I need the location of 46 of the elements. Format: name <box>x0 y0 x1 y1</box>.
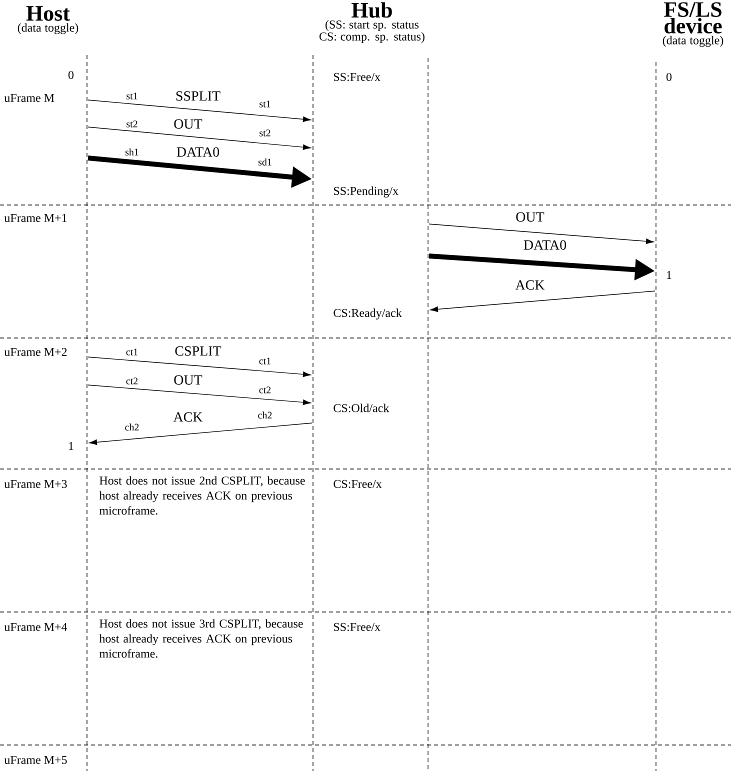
edge-label: SSPLIT <box>176 91 220 101</box>
packet-tag: ct2 <box>259 386 271 394</box>
edge-label: OUT <box>174 119 202 129</box>
packet-tag: ct2 <box>126 378 138 384</box>
packet-tag: ct1 <box>259 358 271 364</box>
arrow <box>430 290 656 312</box>
packet-tag: st2 <box>126 120 138 128</box>
packet-tag: ch2 <box>125 423 139 430</box>
packet-tag: st2 <box>260 130 270 136</box>
toggle-value: 0 <box>666 72 672 82</box>
arrow <box>88 384 311 406</box>
edge-label: OUT <box>174 375 202 385</box>
status-text: SS:Pending/x <box>334 186 398 198</box>
arrow <box>88 100 311 122</box>
status-text: CS:Ready/ack <box>334 308 402 320</box>
frame-label: uFrame M+2 <box>4 348 67 356</box>
toggle-value: 0 <box>68 70 74 80</box>
edge-label: DATA0 <box>524 240 566 250</box>
packet-tag: ch2 <box>258 411 272 418</box>
note-text: Host does not issue 3rd CSPLIT, because host already receives ACK on previous microframe. <box>99 619 303 658</box>
frame-label: uFrame M+5 <box>4 756 67 764</box>
packet-tag: ct1 <box>126 348 138 356</box>
note-text: Host does not issue 2nd CSPLIT, because host already receives ACK on previous microframe. <box>99 476 305 515</box>
packet-tag: sh1 <box>125 148 138 156</box>
toggle-value: 1 <box>69 442 74 450</box>
status-text: SS:Free/x <box>334 622 380 632</box>
packet-tag: st1 <box>260 100 270 108</box>
frame-label: uFrame M+4 <box>4 622 68 631</box>
packet-tag: sd1 <box>258 158 272 166</box>
packet-tag: st1 <box>126 92 138 100</box>
status-text: SS:Free/x <box>334 72 380 82</box>
edge-label: DATA0 <box>176 147 220 157</box>
edge-label: OUT <box>516 212 544 222</box>
frame-label: uFrame M+1 <box>4 214 67 222</box>
edge-label: ACK <box>173 412 203 422</box>
edge-label: CSPLIT <box>175 346 222 356</box>
edge-label: ACK <box>515 280 545 290</box>
arrow <box>89 422 312 445</box>
toggle-value: 1 <box>667 271 672 279</box>
status-text: CS:Old/ack <box>334 404 390 412</box>
frame-label: uFrame M <box>4 94 54 102</box>
arrow <box>428 224 654 244</box>
frame-label: uFrame M+3 <box>4 480 67 488</box>
arrow <box>88 126 311 150</box>
arrow <box>88 356 311 378</box>
status-text: CS:Free/x <box>334 480 382 488</box>
